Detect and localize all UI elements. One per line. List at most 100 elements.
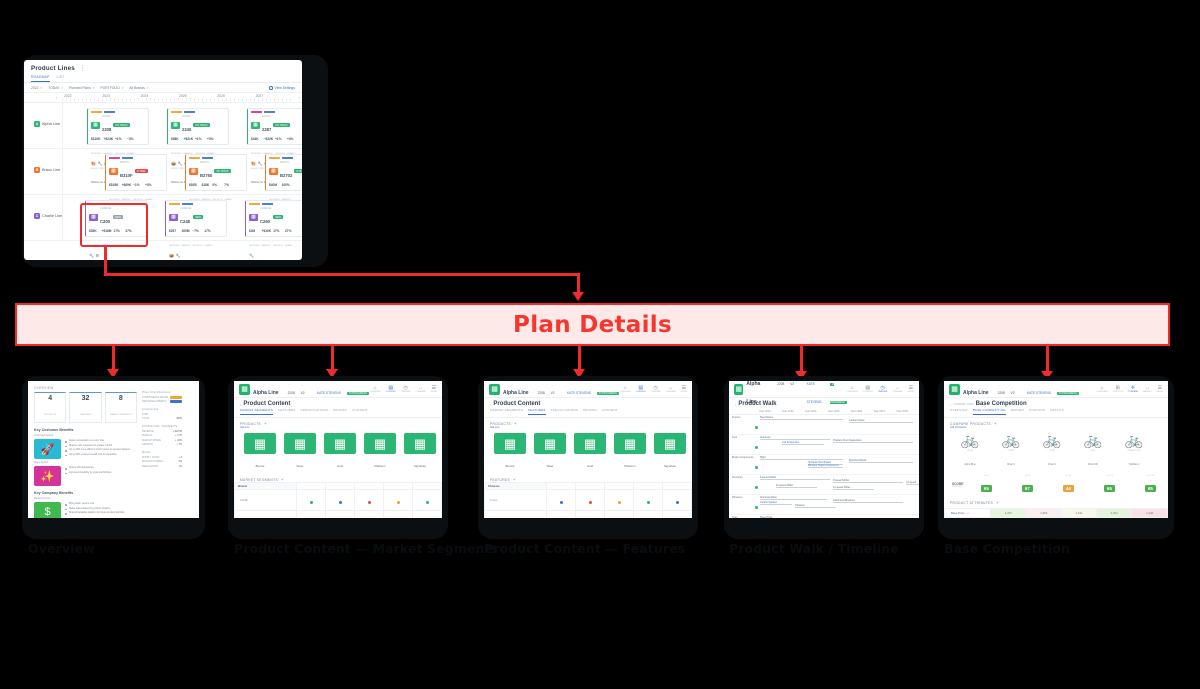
- plan-card[interactable]: ▦ BRAVO B2760 ON TRACK $92BREVENUE$18KMA…: [185, 154, 247, 230]
- gantt-bar-label[interactable]: Rigid: [760, 456, 766, 459]
- cell[interactable]: [662, 510, 692, 518]
- roadmap-filter[interactable]: 2022▾: [31, 86, 43, 90]
- gantt-bar-label[interactable]: Tubeless: [794, 503, 805, 507]
- page-tab[interactable]: FEATURES: [278, 408, 296, 412]
- plan-icon[interactable]: 🔧: [175, 253, 181, 258]
- cell[interactable]: [546, 510, 576, 518]
- gantt-bar-label[interactable]: Full Suspension: [782, 441, 800, 445]
- nav-content-icon[interactable]: ▤CONTENT: [862, 384, 873, 393]
- page-tab[interactable]: PRICING: [583, 408, 598, 412]
- plan-card[interactable]: ▦ ALPHA 2287 ON TRACK $43KREVENUE~$32KMA…: [247, 108, 302, 184]
- cell[interactable]: [325, 510, 355, 518]
- plan-card[interactable]: ▦ ALPHA 2240 ON TRACK $98KREVENUE+$21KMA…: [167, 108, 229, 184]
- add-segment-icon[interactable]: +: [281, 477, 284, 482]
- product-column[interactable]: ▦Platinum: [364, 433, 396, 472]
- page-tab[interactable]: MARKET: [1010, 408, 1025, 412]
- back-icon[interactable]: ‹: [735, 401, 737, 407]
- cell[interactable]: [633, 489, 663, 511]
- page-tab[interactable]: DETAILS: [1050, 408, 1064, 412]
- product-column[interactable]: ▦Gold: [324, 433, 356, 472]
- product-column[interactable]: ▦Signature: [404, 433, 436, 472]
- gantt-bar-label[interactable]: 12 speed Shifter: [833, 486, 851, 490]
- nav-more-icon[interactable]: ☰MORE: [1156, 384, 1163, 393]
- gantt-bar-label[interactable]: Carbon Spoked: [760, 501, 777, 505]
- nav-overview-icon[interactable]: ⌂OVERVIEW: [369, 384, 381, 393]
- product-column[interactable]: ▦Silver: [534, 433, 566, 472]
- plan-card[interactable]: ▦ ALPHA 2208 ON TRACK $120KREVENUE+$24KM…: [87, 108, 149, 184]
- add-competitor-link[interactable]: Add Competitor: [950, 426, 967, 429]
- roadmap-tab[interactable]: ROADMAP: [31, 75, 50, 82]
- plan-card[interactable]: ▦ BRAVO B2702 LIVE $40MREVENUE100%MARGIN…: [265, 154, 302, 230]
- cell[interactable]: [546, 489, 576, 511]
- drag-handle-icon[interactable]: ⋮: [28, 121, 32, 127]
- cell[interactable]: [296, 510, 326, 518]
- nav-overview-icon[interactable]: ⌂OVERVIEW: [1096, 384, 1108, 393]
- cell[interactable]: [383, 489, 413, 511]
- plan-icon[interactable]: 🔧: [89, 253, 94, 258]
- page-tab[interactable]: BASE COMPETITION: [972, 408, 1006, 415]
- roadmap-filter[interactable]: PORTFOLIO▾: [100, 86, 124, 90]
- cell[interactable]: [383, 510, 413, 518]
- nav-more-icon[interactable]: ☰MORE: [430, 384, 437, 393]
- drag-handle-icon[interactable]: ⋮: [28, 167, 32, 173]
- cell[interactable]: [412, 489, 442, 511]
- gantt-bar-label[interactable]: Aluminum Wheelset: [833, 498, 855, 502]
- cell[interactable]: [575, 510, 605, 518]
- app-nav-icons[interactable]: ⌂OVERVIEW⊞POSITION✛COMPARE↔MARKET☰MORE: [1096, 384, 1163, 393]
- add-product-icon[interactable]: +: [514, 421, 517, 426]
- nav-overview-icon[interactable]: ⌂OVERVIEW: [846, 384, 858, 393]
- cell[interactable]: [575, 489, 605, 511]
- page-tab[interactable]: MARKET SEGMENTS: [490, 408, 524, 412]
- cell[interactable]: [662, 489, 692, 511]
- roadmap-filter[interactable]: TODAY▾: [48, 86, 63, 90]
- page-tab[interactable]: POSITION: [1029, 408, 1046, 412]
- page-tab[interactable]: CONTENT: [352, 408, 368, 412]
- view-settings-button[interactable]: View Settings: [269, 86, 295, 90]
- thumb-product-content-segments[interactable]: ▦ PRODUCT LINE Alpha Line PLAN2208VERSIO…: [234, 381, 442, 518]
- gantt-bar-label[interactable]: 8 speed Shifter: [833, 478, 850, 482]
- gantt-bar-label[interactable]: Carbon Frame: [849, 418, 865, 422]
- plan-icon[interactable]: 🔧: [249, 253, 254, 258]
- back-icon[interactable]: ‹: [490, 401, 492, 407]
- page-tab[interactable]: CONTENT: [602, 408, 618, 412]
- nav-compare-icon[interactable]: ↔COMPARE: [415, 384, 426, 393]
- gantt-bar-label[interactable]: Street Tires: [760, 516, 773, 518]
- nav-compare-icon[interactable]: ↔COMPARE: [892, 384, 903, 393]
- plan-icon[interactable]: 🎨: [91, 161, 96, 166]
- product-column[interactable]: ▦Gold: [574, 433, 606, 472]
- nav-compare-icon[interactable]: ✛COMPARE: [1127, 384, 1139, 393]
- app-nav-icons[interactable]: ⌂OVERVIEW▤CONTENT◷TIMELINE↔COMPARE☰MORE: [846, 384, 914, 393]
- roadmap-row-label[interactable]: ⋮ C Charlie Line: [28, 213, 62, 219]
- nav-compare-icon[interactable]: ↔COMPARE: [665, 384, 676, 393]
- gantt-bar-label[interactable]: Steel Frame: [760, 416, 774, 419]
- nav-more-icon[interactable]: ☰MORE: [680, 384, 687, 393]
- drag-handle-icon[interactable]: ⋮: [28, 213, 32, 219]
- nav-timeline-icon[interactable]: ◷TIMELINE: [400, 384, 411, 393]
- add-feature-icon[interactable]: +: [512, 477, 516, 482]
- roadmap-row-label[interactable]: ⋮ B Bravo Line: [28, 167, 60, 173]
- add-line-link[interactable]: Add Line: [490, 426, 500, 429]
- nav-position-icon[interactable]: ⊞POSITION: [1112, 384, 1123, 393]
- plan-icon[interactable]: 🔧: [97, 161, 103, 166]
- page-tab[interactable]: SPECIFICATIONS: [550, 408, 579, 412]
- cell[interactable]: [633, 510, 663, 518]
- gantt-bar-label[interactable]: 12 speed Shifter: [775, 483, 794, 487]
- add-line-link[interactable]: Add Line: [240, 426, 250, 429]
- back-icon[interactable]: ‹: [240, 401, 242, 407]
- cell[interactable]: [412, 510, 442, 518]
- product-column[interactable]: ▦Bronze: [244, 433, 276, 472]
- gantt-bar-label[interactable]: Hydraulic Disc Brakes: [807, 461, 832, 465]
- product-column[interactable]: ▦Silver: [284, 433, 316, 472]
- cell[interactable]: [296, 489, 326, 511]
- thumb-product-content-features[interactable]: ▦ PRODUCT LINE Alpha Line PLAN2208VERSIO…: [484, 381, 692, 518]
- product-column[interactable]: ▦Bronze: [494, 433, 526, 472]
- nav-content-icon[interactable]: ▤CONTENT: [635, 384, 646, 393]
- plan-card-icons[interactable]: 🔧⚙: [89, 253, 143, 258]
